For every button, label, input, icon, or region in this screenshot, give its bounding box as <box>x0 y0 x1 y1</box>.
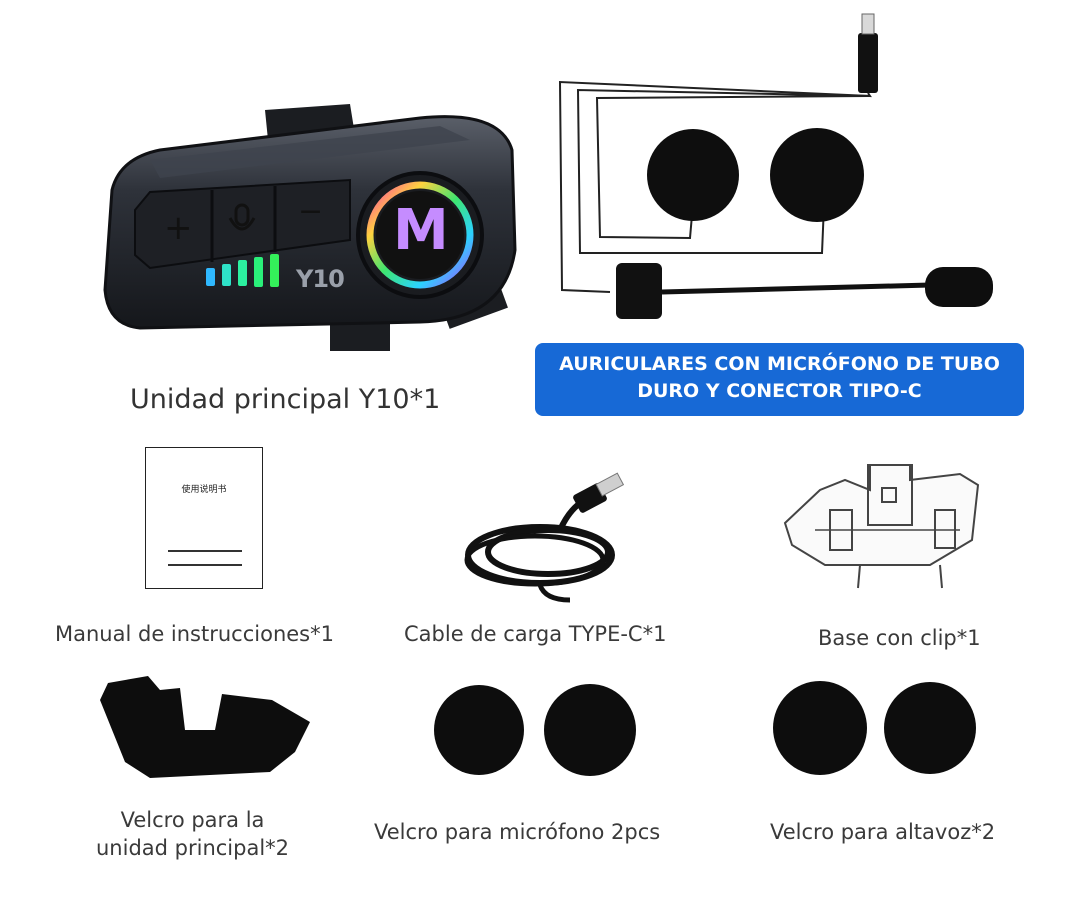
plus-button-label: + <box>164 208 193 248</box>
clip-caption: Base con clip*1 <box>818 626 981 650</box>
banner-line-2: DURO Y CONECTOR TIPO-C <box>637 380 922 402</box>
cable-caption: Cable de carga TYPE-C*1 <box>404 622 667 646</box>
manual-cover-text: 使用说明书 <box>181 485 227 495</box>
velcro-speaker-caption: Velcro para altavoz*2 <box>770 820 996 844</box>
manual-line <box>168 564 242 566</box>
main-unit-caption: Unidad principal Y10*1 <box>130 384 441 415</box>
headset-banner: AURICULARES CON MICRÓFONO DE TUBO DURO Y… <box>535 343 1024 416</box>
minus-button-label: − <box>298 194 324 229</box>
banner-line-1: AURICULARES CON MICRÓFONO DE TUBO <box>559 353 1000 375</box>
model-logo: Y10 <box>296 265 345 293</box>
manual-line <box>168 550 242 552</box>
velcro-unit-caption: Velcro para la unidad principal*2 <box>96 806 289 862</box>
manual-image: 使用说明书 <box>145 447 263 589</box>
manual-caption: Manual de instrucciones*1 <box>55 622 334 646</box>
velcro-unit-caption-line-1: Velcro para la <box>120 808 265 832</box>
velcro-unit-caption-line-2: unidad principal*2 <box>96 836 290 860</box>
velcro-mic-caption: Velcro para micrófono 2pcs <box>374 820 661 844</box>
rgb-logo-letter: M <box>393 198 449 263</box>
